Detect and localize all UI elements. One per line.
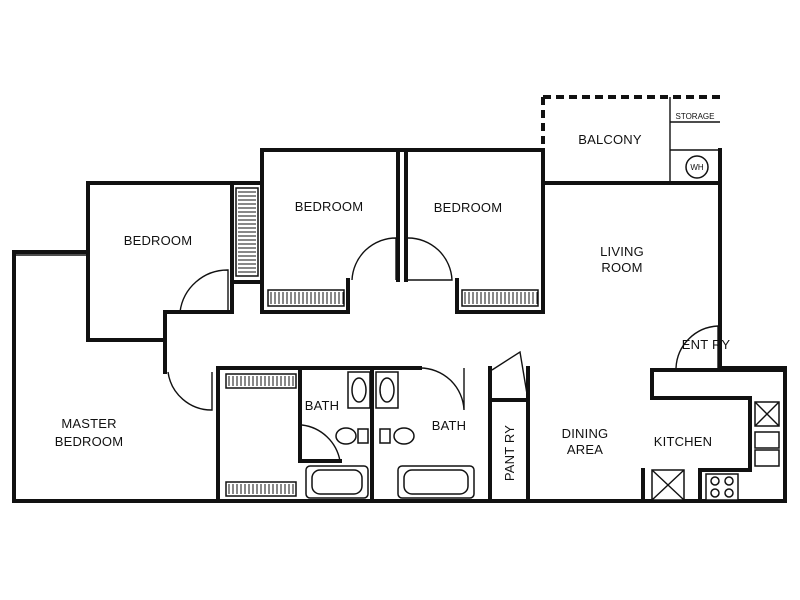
walls — [12, 148, 787, 503]
label-bedroom-1: BEDROOM — [124, 233, 193, 248]
label-master: MASTER — [61, 416, 116, 431]
label-room: ROOM — [601, 260, 642, 275]
label-pantry: PANT RY — [502, 425, 517, 481]
doors — [167, 237, 719, 462]
label-bath-2: BATH — [432, 418, 467, 433]
label-bedroom-2: BEDROOM — [295, 199, 364, 214]
label-storage: STORAGE — [676, 112, 715, 121]
sink — [754, 431, 780, 449]
label-water-heater: WH — [690, 163, 704, 172]
label-living: LIVING — [600, 244, 644, 259]
label-bedroom-3: BEDROOM — [434, 200, 503, 215]
label-kitchen: KITCHEN — [654, 434, 712, 449]
kitchen-fixtures — [651, 401, 780, 501]
label-entry: ENT RY — [682, 337, 731, 352]
balcony-outline — [541, 95, 720, 183]
label-master-bedroom: BEDROOM — [55, 434, 124, 449]
closet-hatching — [228, 191, 538, 494]
label-area: AREA — [567, 442, 603, 457]
bath-fixtures — [305, 371, 475, 499]
stove — [705, 473, 739, 501]
label-bath-1: BATH — [305, 398, 340, 413]
room-labels: BALCONY STORAGE WH BEDROOM BEDROOM BEDRO… — [55, 112, 731, 481]
label-dining: DINING — [562, 426, 609, 441]
windows — [14, 148, 670, 256]
toilet-2 — [393, 427, 415, 445]
toilet-1 — [335, 427, 357, 445]
label-balcony: BALCONY — [578, 132, 642, 147]
